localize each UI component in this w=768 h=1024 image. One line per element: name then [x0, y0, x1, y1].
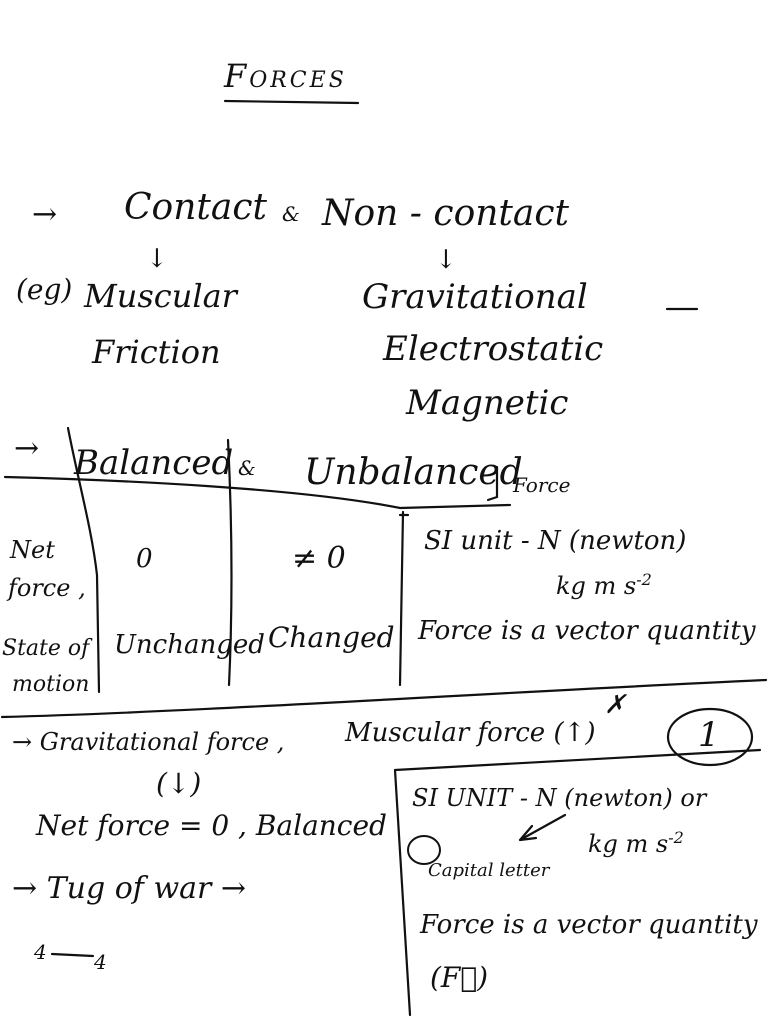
page-title: Forces [224, 57, 347, 95]
example-muscular: Muscular [84, 277, 237, 315]
si-box [393, 748, 762, 1017]
gravitational-force: → Gravitational force , [12, 728, 285, 756]
row2-unbalanced: Changed [268, 621, 395, 654]
capital-arrow [518, 813, 567, 842]
table-col-1 [66, 426, 101, 694]
example-gravitational: Gravitational [362, 277, 588, 317]
box-vector: Force is a vector quantity [420, 910, 758, 940]
small-circle [407, 835, 441, 865]
row1-balanced: 0 [136, 544, 153, 574]
non-contact-heading: Non - contact [322, 193, 569, 234]
tug-line [50, 952, 95, 958]
box-si-alt-base: kg m s [588, 830, 669, 858]
section-divider [0, 678, 768, 719]
box-si-alt-exp: -2 [668, 828, 684, 847]
unbalanced-bracket [486, 465, 499, 502]
si-unit-alt: kg m s-2 [556, 570, 652, 600]
row2-balanced: Unchanged [114, 630, 265, 660]
contact-arrow: → [32, 197, 58, 232]
row1-unbalanced: ≠ 0 [292, 541, 346, 576]
si-unit-alt-exp: -2 [636, 570, 652, 589]
force-label: Force [513, 473, 571, 497]
tug-right-value: 4 [94, 950, 107, 974]
title-underline [223, 99, 360, 105]
tug-of-war: → Tug of war → [12, 871, 247, 906]
net-force-balanced: Net force = 0 , Balanced [36, 809, 387, 842]
box-capital-letter: Capital letter [428, 860, 550, 881]
row1-label-2: force , [8, 574, 86, 602]
muscular-force: Muscular force (↑) [345, 718, 596, 748]
box-si-alt: kg m s-2 [588, 828, 684, 858]
si-unit-alt-base: kg m s [556, 572, 637, 600]
and-symbol-2: & [238, 456, 256, 480]
balanced-heading: Balanced [74, 443, 234, 483]
box-vector-symbol: (F⃗) [430, 961, 489, 994]
and-symbol: & [282, 202, 300, 226]
tug-left-value: 4 [34, 940, 47, 964]
down-arrow-2: ↓ [435, 245, 457, 275]
circled-number: 1 [698, 715, 720, 755]
number-circle [666, 707, 754, 767]
box-si-unit: SI UNIT - N (newton) or [412, 784, 707, 812]
vector-statement: Force is a vector quantity [418, 616, 756, 646]
si-unit-line: SI unit - N (newton) [424, 526, 687, 556]
balanced-arrow: → [14, 431, 40, 466]
row2-label-1: State of [2, 636, 90, 661]
eg-label: (eg) [16, 273, 73, 306]
row2-label-2: motion [12, 672, 90, 697]
table-col-3 [398, 510, 405, 687]
example-magnetic: Magnetic [406, 383, 569, 423]
down-arrow-1: ↓ [146, 244, 168, 274]
example-electrostatic: Electrostatic [383, 329, 604, 369]
row1-label-1: Net [10, 536, 55, 564]
gravitational-direction: (↓) [156, 767, 202, 800]
table-col-2 [226, 438, 233, 687]
example-friction: Friction [92, 333, 221, 371]
unbalanced-heading: Unbalanced [304, 452, 523, 493]
cross-mark: ✗ [604, 690, 626, 720]
table-top-line [3, 475, 512, 510]
contact-heading: Contact [124, 187, 267, 228]
